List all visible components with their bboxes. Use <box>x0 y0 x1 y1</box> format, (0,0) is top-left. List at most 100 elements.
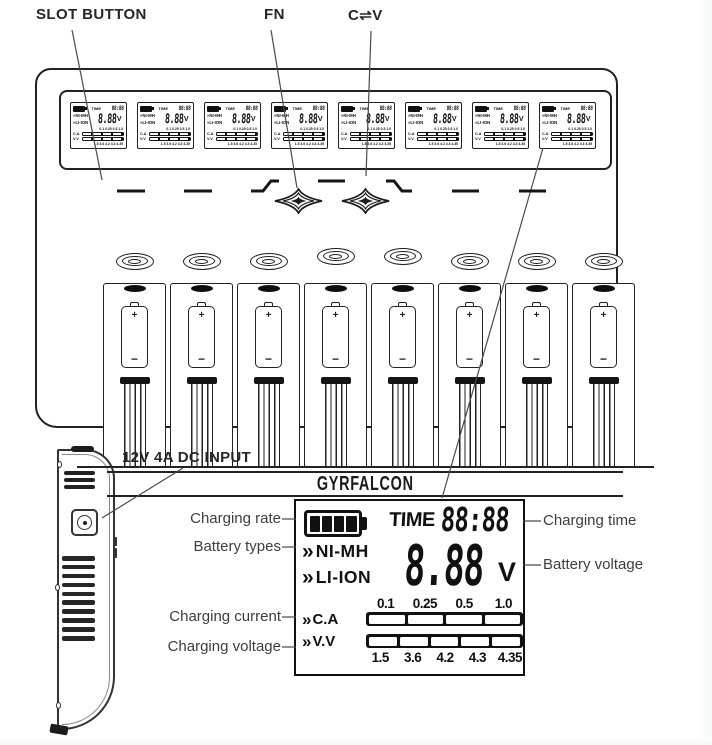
slot-rails <box>525 384 548 466</box>
voltage-bar-row: V.V <box>475 136 526 142</box>
bar-cell <box>446 614 482 624</box>
slot-slider <box>320 377 351 384</box>
battery-level-icon <box>341 105 355 112</box>
chevron-icon: » <box>302 566 314 589</box>
battery-type-labels: »NI-MH »LI-ION <box>475 113 491 125</box>
callout-charging-voltage: Charging voltage <box>167 638 281 655</box>
voltage-bar-row: V.V <box>341 136 392 142</box>
time-value: 88:88 <box>513 105 527 112</box>
voltage-readout: 8.88 V <box>499 112 524 127</box>
scale-tick: 4.2 <box>436 650 454 665</box>
brand-text: GYRFALCON <box>316 472 414 495</box>
current-bar-row: C.A <box>207 131 258 136</box>
battery-segment <box>309 515 320 532</box>
screw-hole <box>55 584 60 591</box>
slot-rails <box>190 384 213 466</box>
battery-symbol: + − <box>389 302 416 368</box>
battery-symbol: + − <box>523 302 550 368</box>
slot-slider <box>119 377 150 384</box>
scale-tick: 3.6 <box>403 650 422 665</box>
time-label: TIME <box>292 106 302 111</box>
time-label: TIME <box>158 106 168 111</box>
voltage-readout: 8.88 V <box>365 112 390 127</box>
time-label: TIME <box>388 509 436 531</box>
time-value: 88:88 <box>312 105 326 112</box>
current-scale: 0.1 0.25 0.5 1.0 <box>99 127 123 131</box>
charging-rate-icon <box>304 510 362 537</box>
battery-slot: + − <box>438 283 501 468</box>
current-bar-row: C.A <box>140 131 191 136</box>
current-scale: 0.1 0.25 0.5 1.0 <box>434 127 458 131</box>
time-label: TIME <box>359 106 369 111</box>
battery-slot: + − <box>103 283 166 468</box>
bar-cell <box>399 636 428 646</box>
slot-contact <box>257 285 280 292</box>
current-scale: 0.1 0.25 0.5 1.0 <box>233 127 257 131</box>
voltage-bar-strip <box>366 634 523 648</box>
battery-segment <box>346 515 357 532</box>
voltage-scale: 1.5 3.6 4.2 4.3 4.35 <box>428 141 458 146</box>
battery-symbol: + − <box>255 302 282 368</box>
voltage-readout: 8.88 V <box>97 112 122 127</box>
battery-plus-mark: + <box>131 310 138 321</box>
time-value: 88:88 <box>379 105 393 112</box>
scale-tick: 1.0 <box>494 596 513 611</box>
slot-contact <box>458 285 481 292</box>
current-bar-row: C.A <box>341 131 392 136</box>
battery-nub <box>599 302 608 306</box>
battery-bays: + − + − <box>103 283 637 468</box>
scale-tick: 0.1 <box>376 596 395 611</box>
scale-tick: 4.3 <box>468 650 487 665</box>
current-bar-row: C.A <box>73 131 124 136</box>
current-row-label: » C.A <box>302 610 339 629</box>
voltage-readout: 8.88 V <box>566 112 591 127</box>
battery-plus-mark: + <box>198 310 205 321</box>
slot-button <box>316 247 355 265</box>
battery-slot: + − <box>237 283 300 468</box>
slot-lcd-display: TIME 88:88 »NI-MH »LI-ION 8.88 V 0.1 <box>405 102 462 149</box>
battery-slot: + − <box>505 283 568 468</box>
brand-strip: GYRFALCON <box>107 471 623 497</box>
slot-rails <box>123 384 146 466</box>
side-latch <box>112 537 117 546</box>
bar-cell <box>369 614 405 624</box>
bar-cell <box>407 614 443 624</box>
time-value: 88:88 <box>111 105 125 112</box>
slot-slider <box>253 377 284 384</box>
battery-icon-nub <box>362 517 367 530</box>
current-bar-row: C.A <box>475 131 526 136</box>
callout-battery-types: Battery types <box>193 538 281 555</box>
battery-slot: + − <box>572 283 635 468</box>
slot-lcd-display: TIME 88:88 »NI-MH »LI-ION 8.88 V 0.1 <box>70 102 127 149</box>
bar-cell <box>492 636 520 646</box>
voltage-scale: 1.5 3.6 4.2 4.3 4.35 <box>93 141 123 146</box>
dc-input-jack <box>71 509 98 536</box>
battery-minus-mark: − <box>599 352 607 366</box>
callout-charging-time: Charging time <box>543 512 637 529</box>
voltage-bar-row: V.V <box>207 136 258 142</box>
callout-charging-current: Charging current <box>169 608 281 625</box>
bar-cell <box>484 614 520 624</box>
voltage-scale: 1.5 3.6 4.2 4.3 4.35 <box>361 141 391 146</box>
charger-front-view: TIME 88:88 »NI-MH »LI-ION 8.88 V 0.1 <box>35 68 654 497</box>
bar-cell <box>430 636 459 646</box>
chevron-icon: » <box>302 540 314 563</box>
battery-symbol: + − <box>590 302 617 368</box>
battery-slot: + − <box>170 283 233 468</box>
battery-level-icon <box>475 105 489 112</box>
scale-tick: 4.35 <box>497 650 523 665</box>
bar-cell <box>369 636 397 646</box>
cv-button-label: C⇌V <box>348 7 383 24</box>
slot-slider <box>588 377 619 384</box>
battery-plus-mark: + <box>399 310 406 321</box>
battery-type-labels: »NI-MH »LI-ION <box>73 113 89 125</box>
time-label: TIME <box>91 106 101 111</box>
battery-nub <box>331 302 340 306</box>
slot-slider <box>521 377 552 384</box>
page-edge-shade <box>0 737 712 745</box>
vent-slots-bottom <box>62 556 95 645</box>
slot-rails <box>324 384 347 466</box>
slot-button <box>584 252 623 270</box>
time-label: TIME <box>560 106 570 111</box>
